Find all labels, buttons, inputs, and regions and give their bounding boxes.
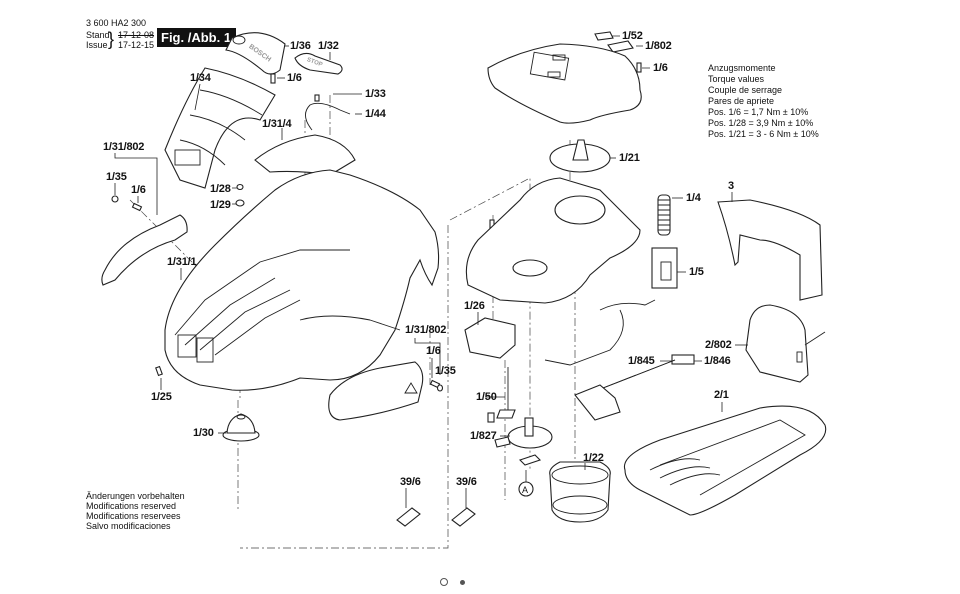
label-2-1[interactable]: 2/1 bbox=[714, 389, 729, 401]
label-1-6[interactable]: 1/6 bbox=[426, 345, 441, 357]
label-1-802[interactable]: 1/802 bbox=[645, 40, 672, 52]
label-1-32[interactable]: 1/32 bbox=[318, 40, 339, 52]
label-39-6[interactable]: 39/6 bbox=[456, 476, 477, 488]
part-2-802-contact-block bbox=[745, 304, 826, 383]
callout-a: A bbox=[518, 481, 534, 497]
label-1-36[interactable]: 1/36 bbox=[290, 40, 311, 52]
part-3-station-cover bbox=[717, 199, 823, 301]
page-dot-1-current[interactable] bbox=[440, 578, 448, 586]
stop-decal: STOP bbox=[306, 57, 323, 68]
label-1-25[interactable]: 1/25 bbox=[151, 391, 172, 403]
label-1-31-1[interactable]: 1/31/1 bbox=[167, 256, 197, 268]
label-1-6[interactable]: 1/6 bbox=[131, 184, 146, 196]
issue-label: Issue bbox=[86, 40, 108, 50]
stand-label: Stand bbox=[86, 30, 110, 40]
part-1-34-flap bbox=[164, 67, 276, 189]
label-39-6[interactable]: 39/6 bbox=[400, 476, 421, 488]
part-1-31-802-right-bumper bbox=[328, 361, 424, 421]
label-3[interactable]: 3 bbox=[728, 180, 734, 192]
label-1-845[interactable]: 1/845 bbox=[628, 355, 655, 367]
top-cover bbox=[487, 43, 642, 124]
torque-line: Couple de serrage bbox=[708, 85, 783, 95]
label-1-31-802[interactable]: 1/31/802 bbox=[405, 324, 447, 336]
label-1-44[interactable]: 1/44 bbox=[365, 108, 386, 120]
label-1-34[interactable]: 1/34 bbox=[190, 72, 211, 84]
label-1-52[interactable]: 1/52 bbox=[622, 30, 643, 42]
label-1-5[interactable]: 1/5 bbox=[689, 266, 704, 278]
part-1-31-4-lid bbox=[254, 134, 356, 176]
torque-line: Anzugsmomente bbox=[708, 63, 776, 73]
screw-icons bbox=[111, 62, 642, 392]
label-1-4[interactable]: 1/4 bbox=[686, 192, 701, 204]
part-1-44-cable bbox=[305, 102, 351, 131]
issue-date: 17-12-15 bbox=[118, 40, 155, 50]
part-1-31-1-main-body bbox=[164, 169, 440, 391]
note-line: Salvo modificaciones bbox=[86, 521, 171, 531]
label-1-35[interactable]: 1/35 bbox=[106, 171, 127, 183]
label-1-26[interactable]: 1/26 bbox=[464, 300, 485, 312]
callout-a-text: A bbox=[522, 485, 528, 495]
label-1-846[interactable]: 1/846 bbox=[704, 355, 731, 367]
label-1-31-4[interactable]: 1/31/4 bbox=[262, 118, 292, 130]
label-1-827[interactable]: 1/827 bbox=[470, 430, 497, 442]
label-1-29[interactable]: 1/29 bbox=[210, 199, 231, 211]
label-1-21[interactable]: 1/21 bbox=[619, 152, 640, 164]
brace: } bbox=[108, 29, 115, 49]
wiring-harness bbox=[544, 299, 695, 421]
chassis bbox=[465, 177, 641, 304]
note-line: Modifications reservees bbox=[86, 511, 181, 521]
part-1-26-module bbox=[464, 317, 516, 359]
torque-table: Anzugsmomente Torque values Couple de se… bbox=[708, 63, 819, 140]
modifications-note: Änderungen vorbehalten Modifications res… bbox=[86, 491, 185, 531]
label-1-30[interactable]: 1/30 bbox=[193, 427, 214, 439]
note-line: Modifications reserved bbox=[86, 501, 177, 511]
label-1-6[interactable]: 1/6 bbox=[653, 62, 668, 74]
part-1-30-grommet bbox=[222, 413, 260, 442]
part-1-5-holder bbox=[651, 247, 678, 289]
figure-label: Fig. /Abb. 1 bbox=[157, 28, 237, 47]
doc-number: 3 600 HA2 300 bbox=[86, 18, 147, 28]
part-1-36-brand-cover: BOSCH bbox=[225, 32, 286, 75]
label-1-31-802[interactable]: 1/31/802 bbox=[103, 141, 145, 153]
torque-line: Torque values bbox=[708, 74, 765, 84]
part-1-22-ring bbox=[549, 461, 611, 523]
note-line: Änderungen vorbehalten bbox=[86, 491, 185, 501]
torque-line: Pos. 1/28 = 3,9 Nm ± 10% bbox=[708, 118, 814, 128]
label-1-22[interactable]: 1/22 bbox=[583, 452, 604, 464]
part-1-31-802-left-bumper bbox=[101, 214, 188, 286]
torque-line: Pos. 1/6 = 1,7 Nm ± 10% bbox=[708, 107, 809, 117]
torque-line: Pos. 1/21 = 3 - 6 Nm ± 10% bbox=[708, 129, 819, 139]
label-1-6[interactable]: 1/6 bbox=[287, 72, 302, 84]
part-1-827-motor bbox=[487, 412, 553, 466]
torque-line: Pares de apriete bbox=[708, 96, 775, 106]
label-1-35[interactable]: 1/35 bbox=[435, 365, 456, 377]
stickers bbox=[594, 31, 634, 53]
page-dot-2[interactable] bbox=[460, 580, 465, 585]
part-1-4-spring bbox=[657, 194, 671, 236]
part-2-1-base-plate bbox=[623, 405, 827, 516]
leader-lines bbox=[114, 35, 748, 508]
part-39-6-connectors bbox=[396, 507, 476, 527]
label-1-50[interactable]: 1/50 bbox=[476, 391, 497, 403]
label-1-33[interactable]: 1/33 bbox=[365, 88, 386, 100]
part-1-21-cap bbox=[549, 139, 611, 173]
label-2-802[interactable]: 2/802 bbox=[705, 339, 732, 351]
label-1-28[interactable]: 1/28 bbox=[210, 183, 231, 195]
stand-date: 17-12-08 bbox=[118, 30, 155, 40]
part-1-50-probe bbox=[496, 367, 516, 419]
part-1-32-stop-button: STOP bbox=[294, 52, 343, 75]
